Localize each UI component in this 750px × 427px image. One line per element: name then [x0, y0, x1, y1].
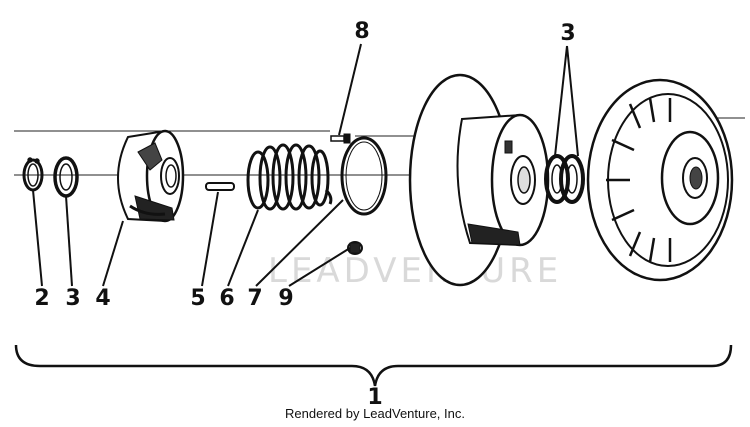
washer [53, 156, 79, 198]
callout-2: 2 [34, 286, 49, 311]
fitting [347, 241, 363, 255]
snap-ring [22, 157, 44, 192]
screw [330, 133, 351, 144]
retaining-ring [340, 136, 388, 216]
bushing-pair [544, 154, 585, 204]
callout-1: 1 [367, 385, 382, 410]
fixed-sheave [408, 73, 550, 287]
callout-7: 7 [247, 286, 262, 311]
callout-3: 3 [65, 286, 80, 311]
callout-5: 5 [190, 286, 205, 311]
credit-text: Rendered by LeadVenture, Inc. [285, 406, 465, 421]
callout-3-bushings: 3 [560, 21, 575, 46]
callout-9: 9 [278, 286, 293, 311]
callout-4: 4 [95, 286, 110, 311]
movable-sheave [586, 78, 734, 282]
watermark-text: LEADVENTURE [268, 251, 562, 291]
spring [246, 143, 333, 211]
leader-lines [32, 43, 579, 287]
callout-6: 6 [219, 286, 234, 311]
cam-housing [117, 129, 185, 223]
callout-8: 8 [354, 19, 369, 44]
assembly-brace [14, 344, 733, 387]
pin [205, 182, 235, 191]
